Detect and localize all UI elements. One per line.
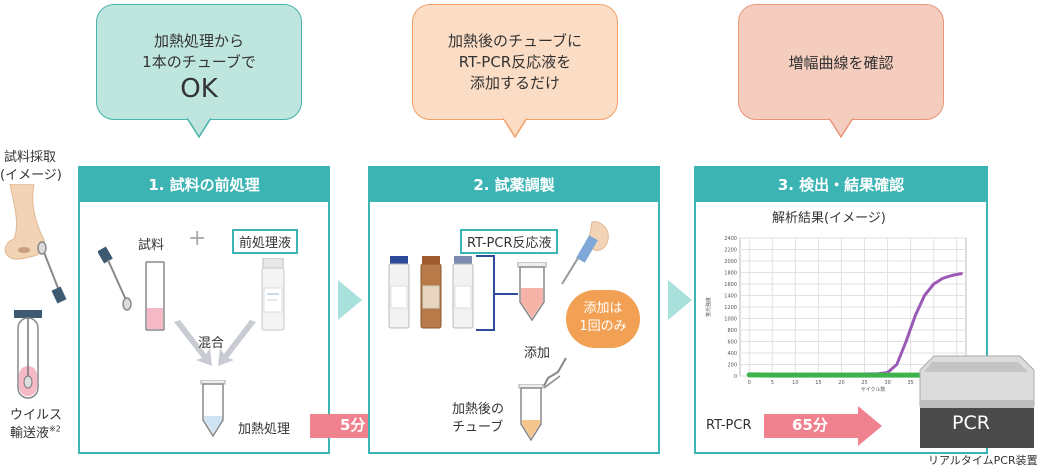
- sample-tube-icon: [145, 261, 165, 331]
- chart-x-tick-label: 30: [884, 380, 890, 386]
- reaction-tube-icon: [517, 262, 547, 322]
- chart-y-tick-label: 2200: [724, 248, 737, 254]
- bubble-line-2: RT-PCR反応液を: [458, 53, 572, 71]
- bubble-add-reagent: 加熱後のチューブに RT-PCR反応液を 添加するだけ: [412, 4, 618, 138]
- chart-x-axis-label: サイクル数: [861, 386, 886, 393]
- bubble-line-1: 加熱処理から: [153, 32, 244, 50]
- chart-y-tick-label: 1000: [724, 317, 737, 323]
- bubble-tail: [503, 118, 527, 138]
- step-arrow-1: [338, 280, 362, 320]
- chart-y-tick-label: 1600: [724, 282, 737, 288]
- time-65min-label: 65分: [792, 416, 828, 434]
- bubble-tail: [829, 118, 853, 138]
- pretreatment-solution-label: 前処理液: [232, 229, 299, 254]
- chart-y-tick-label: 1400: [724, 294, 737, 300]
- rtpcr-reagent-label: RT-PCR反応液: [460, 229, 559, 254]
- transport-label-text: 輸送液: [10, 426, 50, 441]
- bubble-line-1: 増幅曲線を確認: [788, 54, 894, 72]
- rtpcr-label: RT-PCR: [706, 418, 752, 433]
- once-only-badge: 添加は 1回のみ: [566, 290, 640, 348]
- panel-title: 1. 試料の前処理: [80, 168, 328, 202]
- sample-label-line2: (イメージ): [0, 168, 62, 183]
- heated-tube-icon: [518, 384, 544, 442]
- chart-y-tick-label: 0: [734, 374, 737, 380]
- mixed-tube-icon: [200, 380, 226, 438]
- bracket-line: [476, 255, 518, 331]
- chart-x-tick-label: 10: [792, 380, 798, 386]
- step-arrow-2: [668, 280, 692, 320]
- heated-tube-line2: チューブ: [452, 420, 504, 435]
- chart-x-tick-label: 25: [861, 380, 867, 386]
- swab-icon: [98, 246, 132, 311]
- mix-arrows: [174, 320, 256, 366]
- reagent-bottle-icon: [261, 258, 285, 331]
- reagent-vials-icon: [388, 256, 474, 329]
- chart-x-tick-label: 20: [838, 380, 844, 386]
- bubble-tail: [187, 118, 211, 138]
- chart-y-tick-label: 2000: [724, 259, 737, 265]
- bubble-heat-one-tube: 加熱処理から 1本のチューブで OK: [96, 4, 302, 138]
- chart-y-tick-label: 1800: [724, 271, 737, 277]
- transport-note: ※2: [49, 424, 61, 434]
- chart-x-tick-label: 15: [815, 380, 821, 386]
- heat-label: 加熱処理: [238, 422, 291, 437]
- panel-title: 2. 試薬調製: [370, 168, 658, 202]
- chart-y-tick-label: 1200: [724, 305, 737, 311]
- bubble-line-2: 1本のチューブで: [142, 53, 256, 71]
- pcr-device-label: PCR: [952, 412, 990, 434]
- pcr-device-icon: [919, 355, 1035, 448]
- panel-reagent-prep: 2. 試薬調製: [368, 166, 660, 454]
- time-5min-label: 5分: [340, 416, 366, 434]
- sample-label: 試料: [138, 238, 165, 253]
- mix-label: 混合: [198, 336, 225, 351]
- heated-tube-line1: 加熱後の: [452, 402, 505, 417]
- chart-y-tick-label: 200: [727, 363, 737, 369]
- sample-label-line1: 試料採取: [4, 150, 57, 165]
- bubble-check-curve: 増幅曲線を確認: [738, 4, 944, 138]
- transport-tube-icon: [14, 310, 42, 399]
- badge-line-2: 1回のみ: [579, 319, 627, 334]
- result-label: 解析結果(イメージ): [772, 211, 886, 226]
- transport-label-line1: ウイルス: [10, 408, 63, 423]
- chart-y-tick-label: 400: [727, 351, 737, 357]
- chart-x-tick-label: 0: [748, 380, 751, 386]
- plus-sign: +: [188, 226, 207, 251]
- chart-y-tick-label: 2400: [724, 236, 737, 242]
- time-arrow-65min: [764, 406, 882, 446]
- pipette-tip-icon: [543, 357, 567, 389]
- nose-swab-illustration: [4, 184, 67, 304]
- pipette-hand-icon: [561, 221, 609, 285]
- chart-x-tick-label: 35: [907, 380, 913, 386]
- pcr-device-caption: リアルタイムPCR装置: [928, 454, 1038, 467]
- bubble-line-1: 加熱後のチューブに: [447, 32, 583, 50]
- chart-x-tick-label: 5: [771, 380, 774, 386]
- chart-y-axis-label: 蛍光強度: [705, 297, 712, 317]
- chart-y-tick-label: 600: [727, 340, 737, 346]
- panel-title: 3. 検出・結果確認: [696, 168, 986, 202]
- chart-y-tick-label: 800: [727, 328, 737, 334]
- bubble-line-3: 添加するだけ: [469, 74, 560, 92]
- transport-label-line2: 輸送液※2: [10, 422, 61, 441]
- add-label: 添加: [524, 346, 551, 361]
- badge-line-1: 添加は: [583, 301, 623, 316]
- bubble-big-text: OK: [180, 74, 218, 104]
